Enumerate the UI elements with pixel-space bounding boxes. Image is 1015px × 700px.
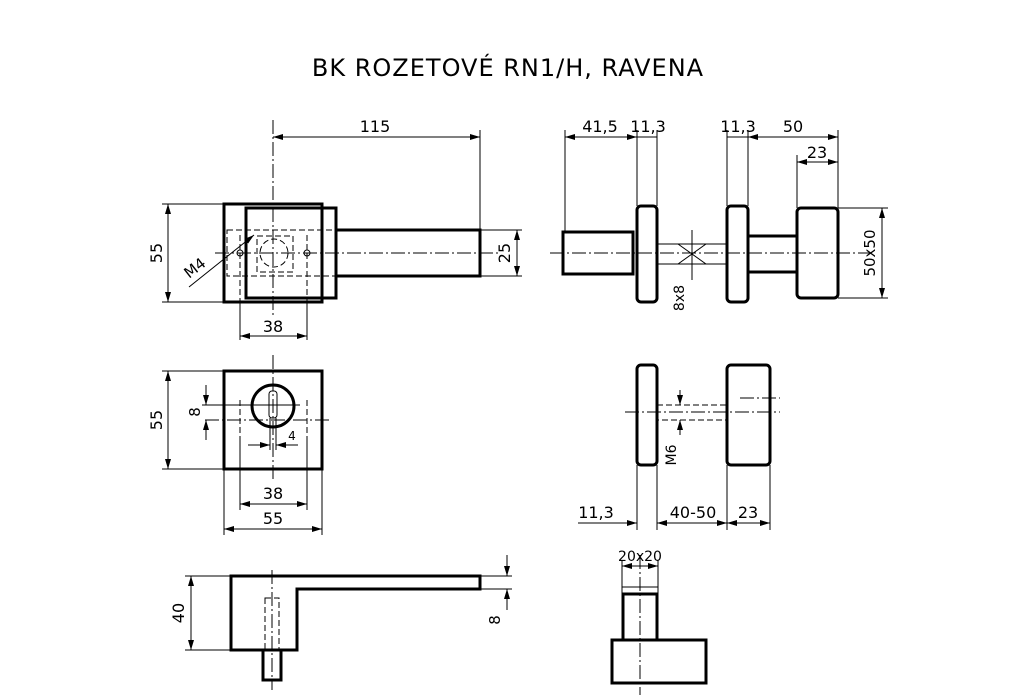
dim-41-5: 41,5 (582, 117, 618, 136)
dim-11-3: 11,3 (578, 503, 614, 522)
dim-20x20: 20x20 (618, 549, 662, 565)
dim-40-50: 40-50 (670, 503, 717, 522)
spindle-8x8: 8x8 (672, 285, 688, 311)
dim-40: 40 (169, 603, 188, 623)
dim-8-thickness: 8 (486, 615, 504, 625)
dim-50x50: 50x50 (861, 229, 879, 276)
dim-55: 55 (147, 243, 166, 263)
front-view: 115 55 25 38 M4 (147, 117, 522, 340)
dim-115: 115 (360, 117, 391, 136)
dim-50: 50 (783, 117, 803, 136)
knob-side-view: M6 11,3 40-50 23 (578, 363, 780, 530)
dim-4: 4 (288, 429, 296, 443)
dim-38-holes: 38 (263, 484, 283, 503)
dim-11-3-b: 11,3 (720, 117, 756, 136)
dim-25: 25 (495, 243, 514, 263)
side-view: 41,5 11,3 11,3 50 23 50x50 8x8 (550, 117, 888, 311)
escutcheon-view: 8 4 55 38 55 (147, 355, 330, 535)
dim-23: 23 (807, 143, 827, 162)
drawing-title: BK ROZETOVÉ RN1/H, RAVENA (312, 53, 704, 82)
thread-m4: M4 (181, 254, 210, 282)
dim-8: 8 (186, 407, 204, 417)
thread-m6: M6 (664, 444, 680, 465)
dim-55-horizontal: 55 (263, 509, 283, 528)
dim-23-knob: 23 (738, 503, 758, 522)
dim-11-3-a: 11,3 (630, 117, 666, 136)
dim-38: 38 (263, 317, 283, 336)
lever-profile-view: 40 8 (169, 555, 512, 690)
dim-55-vertical: 55 (147, 410, 166, 430)
lever-end-view: 20x20 (610, 549, 708, 695)
